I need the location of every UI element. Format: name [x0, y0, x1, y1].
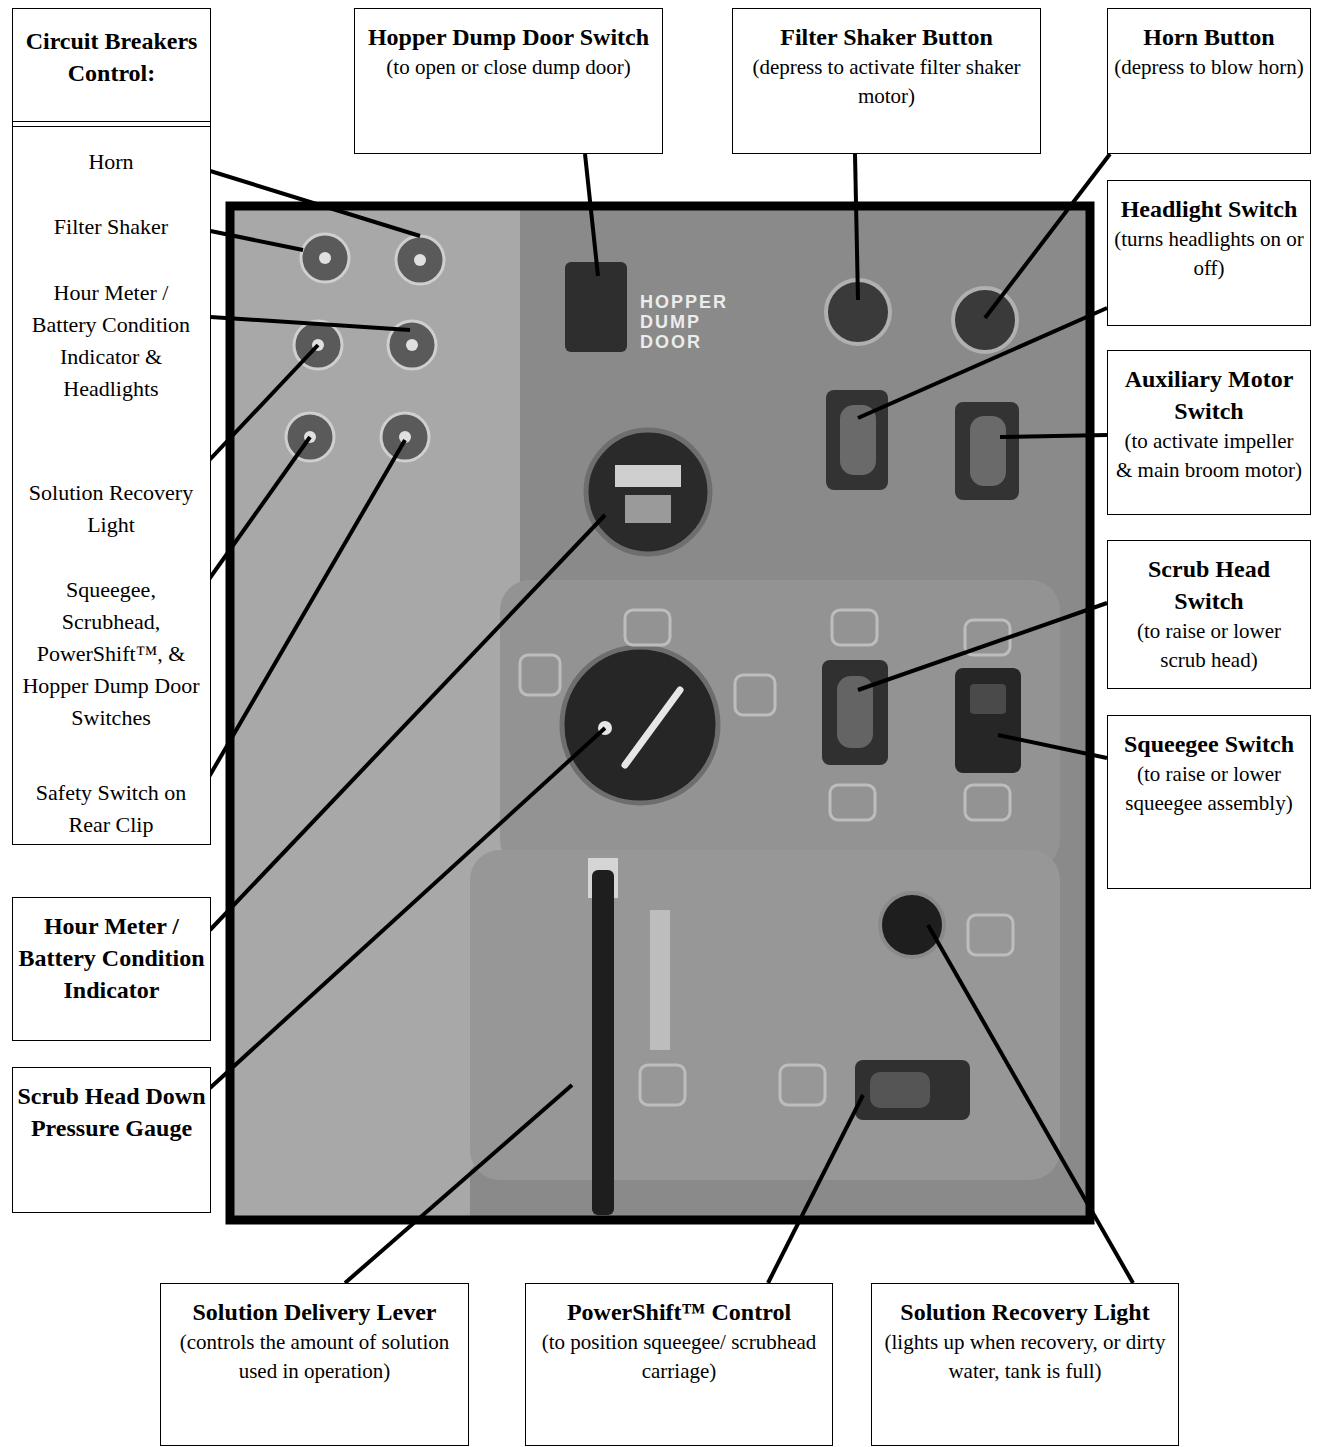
- box-heading: Horn Button: [1112, 21, 1306, 53]
- breaker-item: Safety Switch on Rear Clip: [16, 777, 206, 841]
- callout-box: Hour Meter / Battery Condition Indicator: [12, 897, 211, 1041]
- breaker-item: Filter Shaker: [16, 211, 206, 243]
- box-description: (depress to blow horn): [1114, 53, 1304, 82]
- box-description: (turns headlights on or off): [1114, 225, 1304, 283]
- box-description: (to position squeegee/ scrubhead carriag…: [532, 1328, 826, 1386]
- callout-box: Filter Shaker Button(depress to activate…: [732, 8, 1041, 154]
- box-description: (controls the amount of solution used in…: [167, 1328, 462, 1386]
- callout-box: PowerShift™ Control(to position squeegee…: [525, 1283, 833, 1446]
- box-heading: Scrub Head Down Pressure Gauge: [17, 1080, 206, 1144]
- leader-lines: [165, 154, 1133, 1283]
- box-heading: Auxiliary Motor Switch: [1112, 363, 1306, 427]
- callout-box: Hopper Dump Door Switch(to open or close…: [354, 8, 663, 154]
- callout-box: Solution Recovery Light(lights up when r…: [871, 1283, 1179, 1446]
- box-heading: Hopper Dump Door Switch: [359, 21, 658, 53]
- box-heading: Filter Shaker Button: [737, 21, 1036, 53]
- box-heading: Solution Delivery Lever: [165, 1296, 464, 1328]
- double-rule: [13, 121, 210, 127]
- panel-lettering: HOPPER DUMP DOOR: [640, 292, 740, 352]
- callout-box: Scrub Head Down Pressure Gauge: [12, 1067, 211, 1213]
- box-heading: PowerShift™ Control: [530, 1296, 828, 1328]
- box-description: (to open or close dump door): [361, 53, 656, 82]
- box-heading: Solution Recovery Light: [876, 1296, 1174, 1328]
- box-description: (to raise or lower squeegee assembly): [1114, 760, 1304, 818]
- callout-box: Circuit Breakers Control: HornFilter Shak…: [12, 8, 211, 845]
- breaker-item: Hour Meter / Battery Condition Indicator…: [31, 277, 191, 405]
- box-description: (to raise or lower scrub head): [1114, 617, 1304, 675]
- breaker-item: Squeegee, Scrubhead, PowerShift™, & Hopp…: [22, 574, 200, 734]
- box-heading: Headlight Switch: [1112, 193, 1306, 225]
- callout-box: Solution Delivery Lever(controls the amo…: [160, 1283, 469, 1446]
- callout-box: Auxiliary Motor Switch(to activate impel…: [1107, 350, 1311, 515]
- breaker-item: Solution Recovery Light: [16, 477, 206, 541]
- box-description: (to activate impeller & main broom motor…: [1114, 427, 1304, 485]
- callout-box: Scrub Head Switch(to raise or lower scru…: [1107, 540, 1311, 689]
- breaker-item: Horn: [16, 146, 206, 178]
- box-heading: Circuit Breakers Control:: [17, 25, 206, 89]
- box-description: (depress to activate filter shaker motor…: [739, 53, 1034, 111]
- photo-frame: [230, 206, 1090, 1220]
- box-heading: Hour Meter / Battery Condition Indicator: [17, 910, 206, 1006]
- panel-photo: [230, 206, 1090, 1220]
- callout-box: Horn Button(depress to blow horn): [1107, 8, 1311, 154]
- callout-box: Headlight Switch(turns headlights on or …: [1107, 180, 1311, 326]
- box-description: (lights up when recovery, or dirty water…: [878, 1328, 1172, 1386]
- box-heading: Squeegee Switch: [1112, 728, 1306, 760]
- box-heading: Scrub Head Switch: [1112, 553, 1306, 617]
- callout-box: Squeegee Switch(to raise or lower squeeg…: [1107, 715, 1311, 889]
